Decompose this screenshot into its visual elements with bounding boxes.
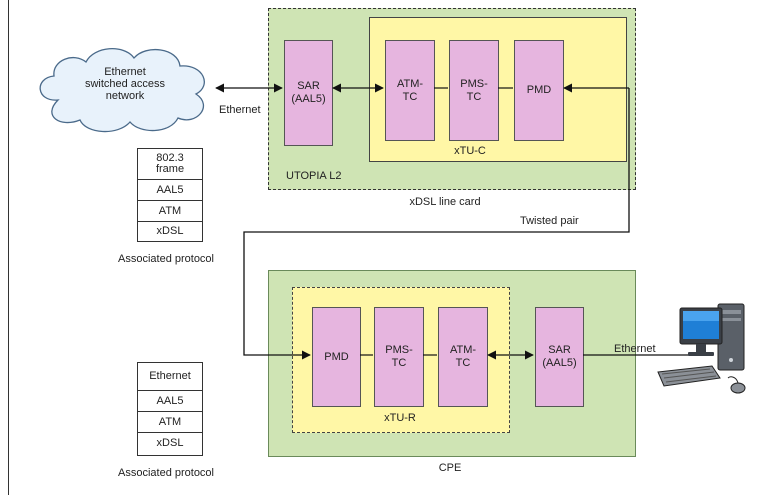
atm-tc-block-top: ATM- TC [385, 40, 435, 141]
atm-tc-block-bottom: ATM- TC [438, 307, 488, 407]
pms-tc-block-bottom: PMS- TC [374, 307, 424, 407]
stack-cell-aal5: AAL5 [138, 180, 202, 201]
sar-label: SAR [548, 344, 571, 356]
twisted-pair-label: Twisted pair [520, 215, 579, 227]
protocol-stack-bottom: Ethernet AAL5 ATM xDSL [137, 362, 203, 456]
tc-label: TC [402, 90, 418, 103]
pms-tc-block-top: PMS- TC [449, 40, 499, 141]
pmd-block-top: PMD [514, 40, 564, 141]
cpe-title: CPE [438, 462, 462, 474]
twisted-pair-line [243, 88, 630, 360]
xtu-c-label: xTU-C [454, 145, 486, 157]
stack-cell-xdsl: xDSL [156, 437, 184, 449]
cloud-icon [39, 47, 205, 133]
pms-label: PMS- [385, 344, 413, 356]
stack-cell-802-3: 802.3 frame [138, 149, 202, 180]
sar-aal5-block-top: SAR (AAL5) [284, 40, 333, 146]
pmd-label: PMD [324, 350, 349, 363]
cloud-label-line2: switched access [84, 78, 166, 90]
stack-cell-xdsl: xDSL [156, 225, 184, 237]
stack-cell-atm: ATM [138, 201, 202, 222]
ethernet-label-top: Ethernet [219, 104, 261, 116]
tc-label: TC [466, 90, 482, 103]
left-border-line [8, 0, 9, 495]
atm-label: ATM- [449, 344, 477, 356]
xtu-r-label: xTU-R [384, 412, 416, 424]
pmd-block-bottom: PMD [312, 307, 361, 407]
sar-aal5-label: (AAL5) [291, 93, 326, 105]
cloud-label-line3: network [105, 90, 145, 102]
pmd-label: PMD [526, 84, 552, 96]
protocol-stack-top: 802.3 frame AAL5 ATM xDSL [137, 148, 203, 242]
cloud-label-line1: Ethernet [104, 66, 146, 78]
sar-aal5-label: (AAL5) [542, 357, 577, 369]
atm-label: ATM- [396, 77, 424, 90]
ethernet-label-bottom: Ethernet [614, 343, 656, 355]
sar-aal5-block-bottom: SAR (AAL5) [535, 307, 584, 407]
utopia-l2-label: UTOPIA L2 [286, 170, 342, 182]
xdsl-line-card-title: xDSL line card [409, 196, 481, 208]
stack-cell-text: 802.3 frame [155, 152, 185, 175]
tc-label: TC [455, 357, 471, 369]
computer-icon [657, 303, 746, 394]
tc-label: TC [391, 357, 407, 369]
stack-cell-aal5: AAL5 [138, 391, 202, 412]
sar-label: SAR [297, 80, 320, 92]
stack-cell-ethernet: Ethernet [138, 363, 202, 391]
associated-protocol-caption-top: Associated protocol [118, 253, 214, 265]
associated-protocol-caption-bottom: Associated protocol [118, 467, 214, 479]
stack-cell-atm: ATM [138, 412, 202, 433]
pms-label: PMS- [460, 77, 488, 90]
cloud-label: Ethernet switched access network [60, 66, 190, 102]
